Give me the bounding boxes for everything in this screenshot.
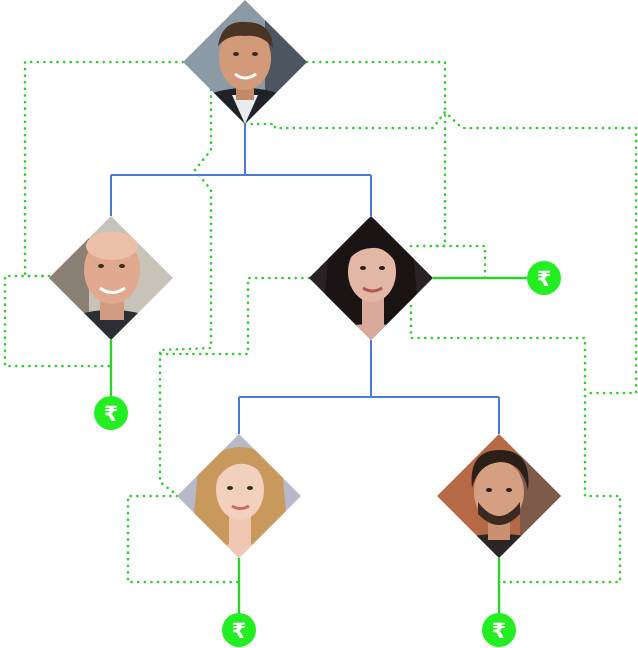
dotted-path-inner-a — [158, 68, 213, 497]
person-node-root[interactable] — [183, 0, 315, 148]
rupee-coin-icon — [222, 613, 256, 647]
rupee-symbol: ₹ — [537, 267, 552, 291]
rupee-symbol: ₹ — [492, 619, 507, 643]
dotted-path-root-right — [243, 110, 638, 395]
rupee-coin-mid[interactable]: ₹ — [527, 261, 561, 295]
dotted-path-root-mid — [305, 60, 447, 248]
dotted-path-inner-b — [158, 276, 311, 356]
dotted-path-mid-down — [409, 304, 622, 584]
rupee-coin-left[interactable]: ₹ — [94, 396, 128, 430]
rupee-coin-bottom-left[interactable]: ₹ — [222, 613, 256, 647]
rupee-coin-icon — [482, 613, 516, 647]
tree-link-mid — [238, 340, 500, 434]
rupee-symbol: ₹ — [104, 402, 119, 426]
rupee-coin-bottom-right[interactable]: ₹ — [482, 613, 516, 647]
rupee-symbol: ₹ — [232, 619, 247, 643]
coin-links — [109, 276, 527, 615]
dotted-links — [3, 60, 638, 584]
rupee-coin-icon — [94, 396, 128, 430]
person-node-bottom-left[interactable] — [177, 434, 301, 576]
tree-link-root — [110, 124, 372, 216]
dotted-path-bl-loop — [126, 494, 241, 584]
person-node-bottom-right[interactable] — [437, 434, 565, 578]
dotted-path-mid-right — [409, 244, 487, 280]
person-node-mid[interactable] — [309, 216, 433, 360]
rupee-coin-icon — [527, 261, 561, 295]
tree-links — [110, 124, 500, 434]
